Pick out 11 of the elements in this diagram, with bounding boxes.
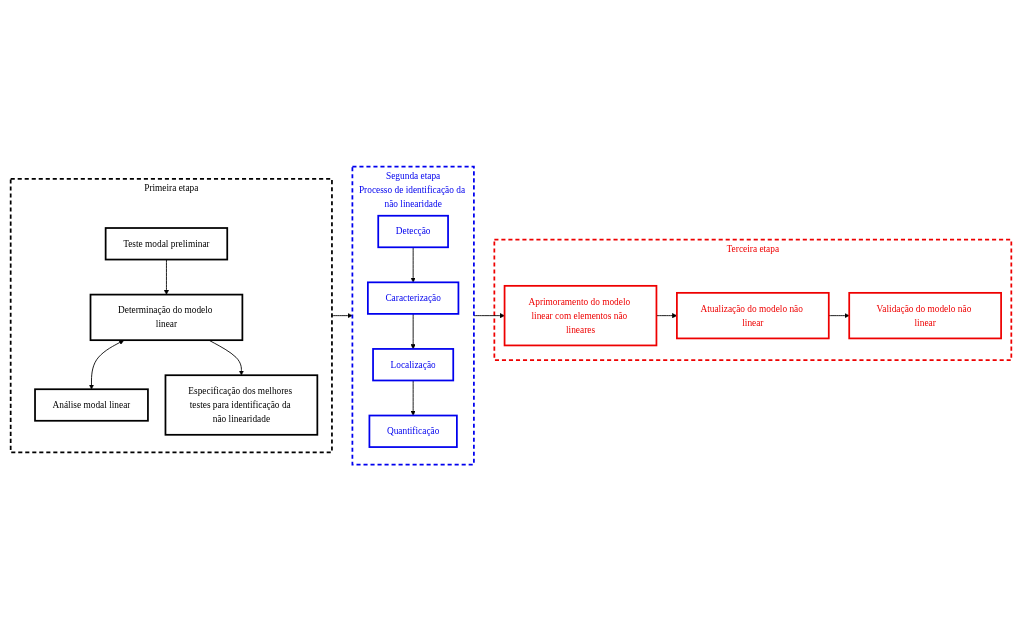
node-box: Localização [372,347,455,382]
node-box: Aprimoramento do modelo linear com elementos não lineares [503,284,658,347]
node-box: Especificação dos melhores testes para identificação da não linearidade [164,374,319,436]
node-box: Detecção [377,214,449,249]
node-box: Teste modal preliminar [104,227,229,261]
node-box: Atualização do modelo não linear [676,291,830,340]
node-box: Validação do modelo não linear [848,291,1002,340]
node-box: Análise modal linear [34,388,149,422]
node-box: Caracterização [367,281,460,315]
node-box: Determinação do modelo linear [89,293,244,341]
node-box: Quantificação [368,414,458,448]
